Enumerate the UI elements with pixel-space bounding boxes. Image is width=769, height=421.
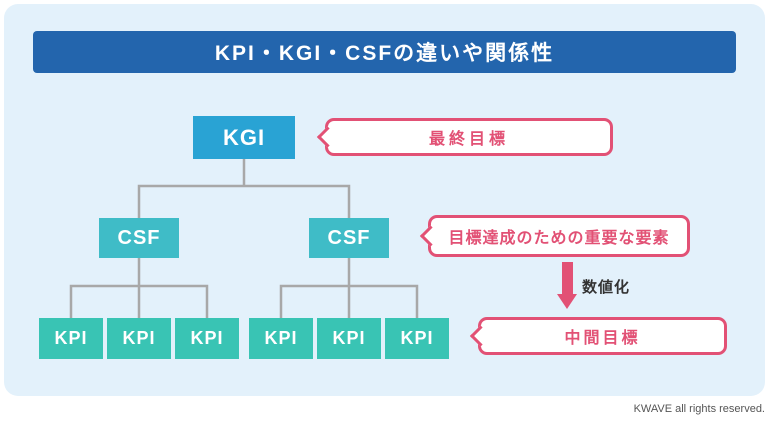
kpi-annotation-bubble: 中間目標: [478, 317, 727, 355]
kpi-box-6: KPI: [385, 318, 449, 359]
kgi-annotation-bubble: 最終目標: [325, 118, 613, 156]
kpi-label: KPI: [122, 328, 156, 348]
kpi-label: KPI: [190, 328, 224, 348]
down-arrow-icon: [562, 262, 573, 295]
kpi-box-1: KPI: [39, 318, 103, 359]
kpi-label: KPI: [400, 328, 434, 348]
arrow-label: 数値化: [582, 279, 631, 296]
kpi-label: KPI: [332, 328, 366, 348]
csf-annotation-bubble: 目標達成のための重要な要素: [428, 215, 690, 257]
csf-box-1: CSF: [99, 218, 179, 258]
csf-label: CSF: [327, 226, 371, 249]
kgi-label: KGI: [222, 124, 266, 150]
page-title: KPI・KGI・CSFの違いや関係性: [214, 42, 555, 65]
csf-annotation-text: 目標達成のための重要な要素: [448, 230, 670, 247]
csf-box-2: CSF: [309, 218, 389, 258]
kpi-annotation-text: 中間目標: [564, 330, 641, 347]
kpi-box-2: KPI: [107, 318, 171, 359]
title-bar: KPI・KGI・CSFの違いや関係性: [33, 31, 736, 73]
kgi-box: KGI: [193, 116, 295, 159]
down-arrow-head-icon: [557, 294, 577, 309]
kpi-box-5: KPI: [317, 318, 381, 359]
kgi-annotation-text: 最終目標: [428, 131, 509, 148]
kpi-box-4: KPI: [249, 318, 313, 359]
copyright-text: KWAVE all rights reserved.: [633, 403, 765, 415]
kpi-box-3: KPI: [175, 318, 239, 359]
kpi-label: KPI: [264, 328, 298, 348]
csf-label: CSF: [117, 226, 161, 249]
kpi-label: KPI: [54, 328, 88, 348]
